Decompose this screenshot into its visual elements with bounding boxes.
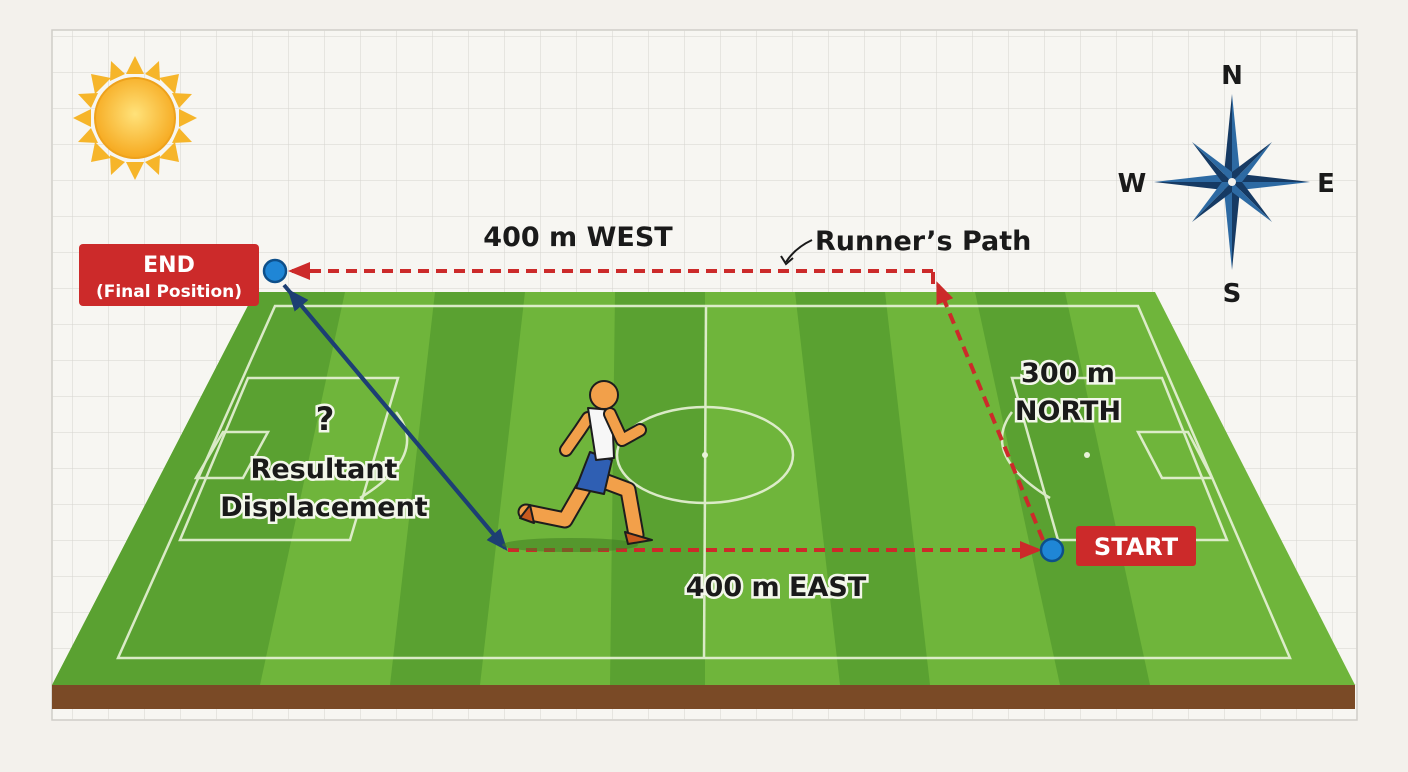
resultant-label-line2: Displacement xyxy=(220,492,428,523)
soccer-field xyxy=(52,292,1355,685)
compass-west-label: W xyxy=(1118,169,1147,199)
resultant-arrow-up xyxy=(287,288,507,550)
start-text: START xyxy=(1094,533,1179,561)
runner-icon xyxy=(517,380,653,545)
compass-east-label: E xyxy=(1317,169,1335,199)
runner-shadow xyxy=(502,538,638,552)
compass-north-label: N xyxy=(1221,61,1243,91)
end-label: END (Final Position) xyxy=(79,244,259,306)
sun-icon xyxy=(73,56,197,180)
north-leg-label-line2: NORTH xyxy=(1015,396,1121,427)
north-leg-label-line1: 300 m xyxy=(1021,358,1115,389)
resultant-label-line1: Resultant xyxy=(251,454,398,485)
end-point xyxy=(262,258,288,284)
path-caption: Runner’s Path xyxy=(815,226,1031,257)
end-subtitle: (Final Position) xyxy=(96,282,242,302)
start-label: START xyxy=(1076,526,1196,566)
path-caption-group: Runner’s Path xyxy=(780,226,1031,266)
field-soil xyxy=(52,685,1355,709)
start-point xyxy=(1039,537,1065,563)
north-leg-arrow xyxy=(936,281,1045,541)
end-title: END xyxy=(143,253,195,278)
resultant-question-mark: ? xyxy=(316,400,335,438)
east-leg-label: 400 m EAST xyxy=(686,572,867,603)
compass-rose-icon xyxy=(1154,94,1310,270)
compass-south-label: S xyxy=(1223,279,1242,309)
west-leg-label: 400 m WEST xyxy=(483,222,673,253)
